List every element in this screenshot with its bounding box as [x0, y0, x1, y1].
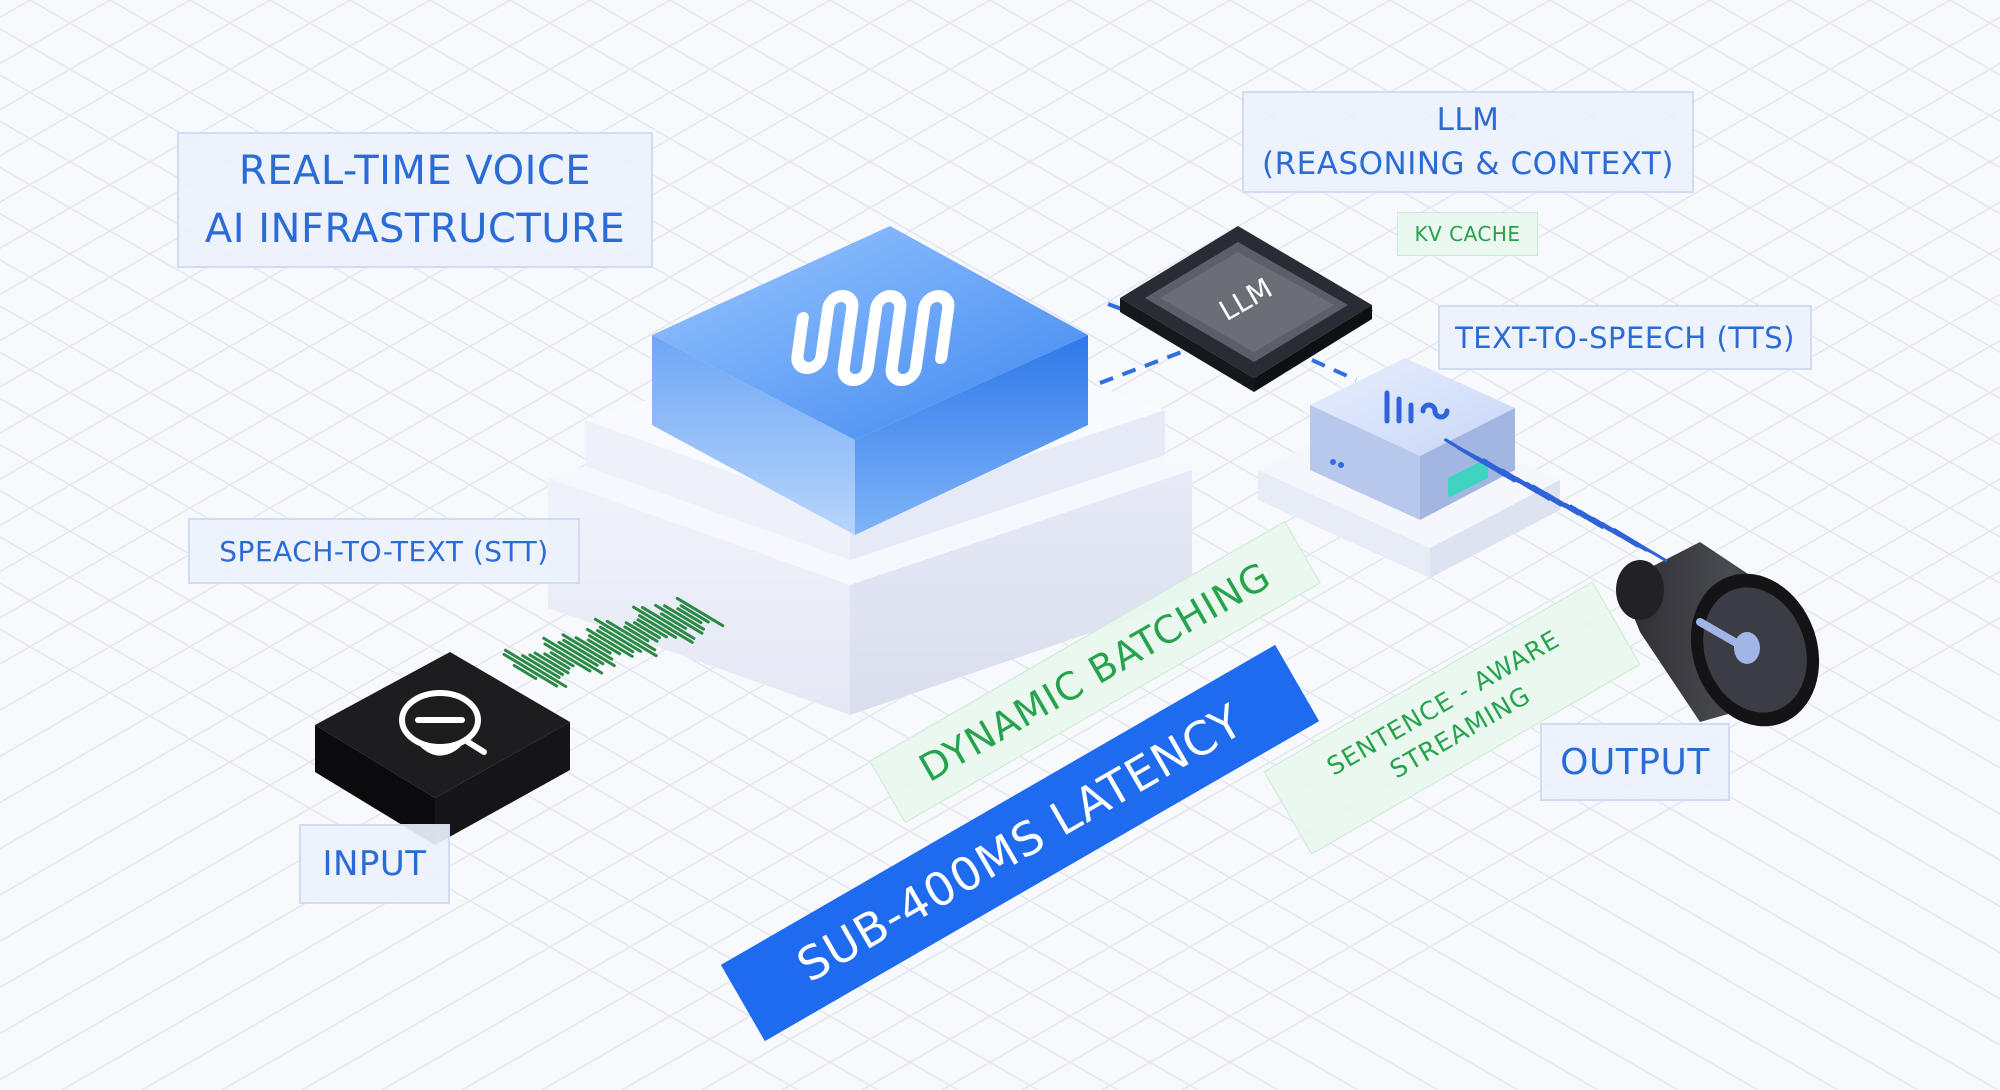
wave-bar — [593, 617, 658, 658]
wave-bar — [1612, 528, 1668, 562]
wave-bar — [679, 604, 710, 624]
tts-device — [1258, 358, 1560, 578]
wave-bar — [598, 625, 643, 653]
wave-bar — [549, 651, 575, 668]
speech-logo-icon — [1384, 390, 1450, 424]
tts-sound-wave — [1443, 438, 1668, 562]
llm-label-line-2: (REASONING & CONTEXT) — [1262, 146, 1674, 182]
microphone-icon — [399, 690, 487, 756]
kv-cache-label: KV CACHE — [1397, 212, 1538, 256]
wave-bar — [562, 638, 605, 666]
wave-bar — [542, 636, 604, 675]
tts-label: TEXT-TO-SPEECH (TTS) — [1438, 305, 1812, 370]
stt-sound-wave — [502, 596, 725, 688]
diagram-title: REAL-TIME VOICE AI INFRASTRUCTURE — [177, 132, 653, 268]
wave-bar — [640, 605, 696, 640]
wave-logo-icon — [791, 290, 955, 386]
wave-bar — [623, 625, 650, 643]
wave-bar — [585, 627, 634, 658]
output-label: OUTPUT — [1540, 723, 1730, 801]
input-label: INPUT — [299, 824, 450, 904]
llm-label: LLM (REASONING & CONTEXT) — [1242, 91, 1694, 193]
wave-bar — [676, 607, 703, 625]
wave-bar — [528, 653, 565, 677]
wave-bar — [502, 652, 559, 688]
wave-bar — [663, 604, 706, 631]
title-line-1: REAL-TIME VOICE — [238, 148, 592, 194]
wave-bar — [596, 629, 635, 654]
wave-bar — [543, 642, 592, 673]
wave-bar — [533, 651, 570, 675]
wave-bar — [632, 621, 661, 640]
wave-bar — [543, 652, 571, 670]
llm-label-line-1: LLM — [1436, 102, 1500, 138]
wave-bar — [521, 654, 561, 679]
wave-bar — [561, 633, 616, 668]
megaphone-icon — [1616, 542, 1820, 727]
wave-bar — [574, 636, 614, 661]
wave-bar — [503, 648, 568, 688]
wave-bar — [654, 603, 704, 635]
wave-bar — [605, 619, 657, 652]
llm-chip — [1120, 226, 1372, 392]
wave-bar — [512, 663, 538, 681]
title-line-2: AI INFRASTRUCTURE — [204, 206, 626, 252]
wave-bar — [675, 596, 725, 628]
wave-bar — [659, 612, 688, 630]
wave-bar — [636, 618, 669, 639]
wave-bar — [632, 605, 694, 644]
wave-bar — [587, 634, 622, 656]
wave-bar — [624, 621, 659, 643]
wave-bar — [557, 640, 599, 667]
input-device — [315, 652, 570, 845]
wave-bar — [638, 614, 678, 639]
stt-label: SPEACH-TO-TEXT (STT) — [188, 518, 580, 584]
wave-bar — [586, 638, 612, 655]
